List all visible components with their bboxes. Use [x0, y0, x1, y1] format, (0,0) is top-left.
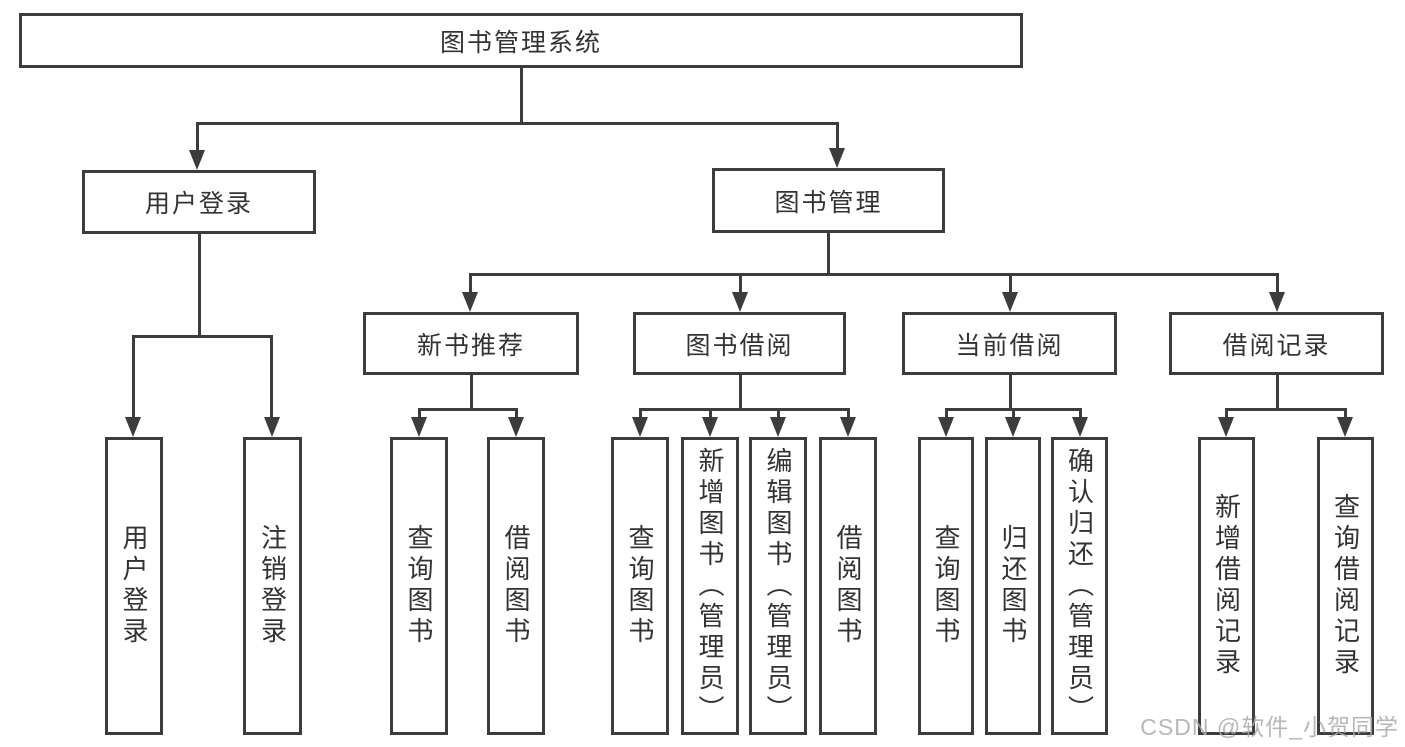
connector-line: [196, 122, 199, 152]
node-borrow-records: 借阅记录: [1169, 312, 1384, 375]
connector-line: [639, 408, 642, 420]
node-root-label: 图书管理系统: [439, 28, 602, 57]
connector-line: [1012, 408, 1015, 420]
leaf-current-query-books: 查询图书: [918, 437, 974, 735]
leaf-recommend-query-books: 查询图书: [390, 437, 448, 735]
leaf-query-borrow-record: 查询借阅记录: [1317, 437, 1374, 735]
arrow-down-icon: [632, 417, 648, 437]
leaf-query-borrow-record-label: 查询借阅记录: [1330, 493, 1361, 679]
leaf-add-borrow-record: 新增借阅记录: [1198, 437, 1255, 735]
arrow-down-icon: [1218, 417, 1234, 437]
arrow-down-icon: [1269, 292, 1285, 312]
node-book-borrow-label: 图书借阅: [685, 331, 794, 360]
connector-line: [739, 273, 742, 295]
leaf-add-book-admin-label: 新增图书（管理员）: [695, 446, 725, 726]
connector-line: [198, 234, 201, 337]
connector-line: [709, 408, 712, 420]
node-new-book-recommend: 新书推荐: [363, 312, 579, 375]
arrow-down-icon: [264, 417, 280, 437]
connector-line: [739, 375, 742, 410]
connector-line: [196, 122, 839, 125]
node-book-management-label: 图书管理: [774, 188, 883, 217]
connector-line: [469, 273, 1279, 276]
csdn-watermark: CSDN @软件_小贺同学: [1140, 714, 1399, 740]
leaf-borrow-query-books-label: 查询图书: [625, 524, 655, 648]
leaf-borrow-query-books: 查询图书: [611, 437, 669, 735]
connector-line: [1344, 408, 1347, 420]
connector-line: [777, 408, 780, 420]
node-user-login-label: 用户登录: [144, 190, 253, 218]
leaf-confirm-return-admin-label: 确认归还（管理员）: [1064, 446, 1095, 726]
leaf-return-book: 归还图书: [985, 437, 1041, 735]
arrow-down-icon: [508, 417, 524, 437]
arrow-down-icon: [702, 417, 718, 437]
leaf-borrow-book: 借阅图书: [819, 437, 877, 735]
leaf-edit-book-admin: 编辑图书（管理员）: [749, 437, 807, 735]
connector-line: [1225, 408, 1228, 420]
connector-line: [639, 408, 849, 411]
leaf-add-book-admin: 新增图书（管理员）: [681, 437, 739, 735]
leaf-borrow-book-label: 借阅图书: [833, 524, 863, 648]
arrow-down-icon: [732, 292, 748, 312]
connector-line: [469, 273, 472, 295]
leaf-confirm-return-admin: 确认归还（管理员）: [1051, 437, 1108, 735]
leaf-logout: 注销登录: [243, 437, 302, 735]
connector-line: [270, 335, 273, 419]
connector-line: [1009, 273, 1012, 295]
leaf-recommend-borrow-books: 借阅图书: [487, 437, 545, 735]
leaf-add-borrow-record-label: 新增借阅记录: [1211, 493, 1242, 679]
leaf-current-query-books-label: 查询图书: [931, 524, 961, 648]
arrow-down-icon: [125, 417, 141, 437]
arrow-down-icon: [938, 417, 954, 437]
node-book-borrow: 图书借阅: [633, 312, 846, 375]
node-book-management: 图书管理: [712, 168, 945, 233]
arrow-down-icon: [1005, 417, 1021, 437]
leaf-return-book-label: 归还图书: [998, 524, 1028, 648]
leaf-recommend-query-books-label: 查询图书: [404, 524, 434, 648]
arrow-down-icon: [840, 417, 856, 437]
connector-line: [836, 122, 839, 150]
connector-line: [418, 408, 421, 420]
arrow-down-icon: [189, 150, 205, 170]
arrow-down-icon: [1002, 292, 1018, 312]
connector-line: [1276, 375, 1279, 410]
connector-line: [1079, 408, 1082, 420]
arrow-down-icon: [462, 292, 478, 312]
arrow-down-icon: [1337, 417, 1353, 437]
connector-line: [1225, 408, 1346, 411]
connector-line: [470, 375, 473, 410]
arrow-down-icon: [411, 417, 427, 437]
connector-line: [945, 408, 948, 420]
connector-line: [515, 408, 518, 420]
node-current-borrow: 当前借阅: [902, 312, 1117, 375]
connector-line: [520, 68, 523, 125]
leaf-logout-label: 注销登录: [257, 524, 288, 648]
arrow-down-icon: [1072, 417, 1088, 437]
connector-line: [1009, 375, 1012, 410]
connector-line: [847, 408, 850, 420]
node-borrow-records-label: 借阅记录: [1222, 331, 1331, 360]
leaf-user-login-label: 用户登录: [119, 524, 149, 648]
connector-line: [1276, 273, 1279, 295]
connector-line: [827, 233, 830, 275]
node-user-login: 用户登录: [82, 170, 316, 234]
connector-line: [132, 335, 135, 419]
leaf-edit-book-admin-label: 编辑图书（管理员）: [763, 446, 793, 726]
connector-line: [418, 408, 518, 411]
connector-line: [132, 335, 273, 338]
arrow-down-icon: [770, 417, 786, 437]
node-root: 图书管理系统: [19, 13, 1023, 68]
arrow-down-icon: [829, 148, 845, 168]
node-current-borrow-label: 当前借阅: [955, 331, 1064, 360]
node-new-book-recommend-label: 新书推荐: [416, 331, 525, 360]
leaf-user-login: 用户登录: [105, 437, 163, 735]
leaf-recommend-borrow-books-label: 借阅图书: [501, 524, 531, 648]
